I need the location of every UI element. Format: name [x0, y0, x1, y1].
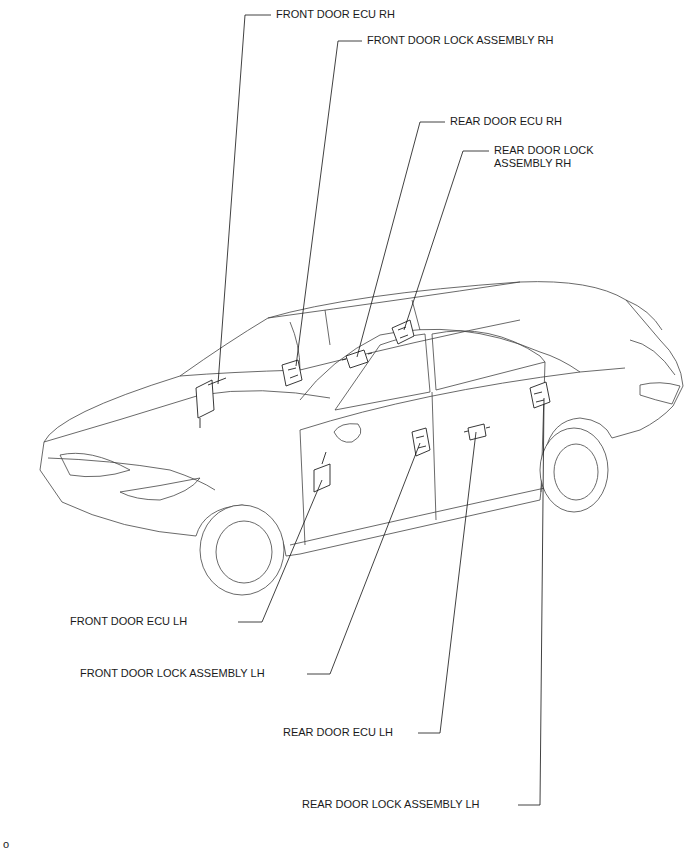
rear-wheel [540, 428, 608, 512]
far-pillar [325, 300, 420, 345]
part-name: REAR DOOR LOCK ASSEMBLY RH [494, 144, 612, 170]
leader-line [238, 480, 322, 622]
body-outline [40, 282, 683, 556]
label-box: FRONT DOOR LOCK ASSEMBLY RH [367, 34, 553, 47]
front-door [300, 392, 436, 545]
leader-line [518, 398, 544, 805]
wheels [200, 428, 608, 595]
ecu-symbol [314, 452, 330, 492]
ecu-symbol [464, 424, 490, 440]
front-window [335, 334, 430, 410]
leader-lines [218, 15, 544, 805]
lock-symbol [282, 360, 302, 386]
headlamp [120, 478, 200, 500]
part-name: FRONT DOOR ECU LH [70, 615, 187, 628]
windshield-far [180, 322, 300, 376]
lock-symbol [530, 382, 550, 408]
leader-line [307, 443, 420, 674]
part-name: REAR DOOR LOCK ASSEMBLY LH [302, 798, 479, 811]
label-box: FRONT DOOR ECU LH [70, 615, 187, 628]
rear-window [432, 331, 545, 390]
leader-line [357, 122, 445, 357]
rear-rim [554, 444, 598, 500]
leader-line [218, 15, 271, 384]
label-box: o [3, 838, 9, 851]
lock-symbol [412, 428, 430, 456]
tail-lamp [640, 383, 680, 404]
leader-line [418, 432, 476, 733]
label-box: FRONT DOOR ECU RH [276, 8, 395, 21]
lock-symbol [392, 320, 414, 344]
ecu-symbol [196, 378, 226, 428]
label-box: FRONT DOOR LOCK ASSEMBLY LH [80, 667, 265, 680]
hood-line [44, 391, 330, 442]
grille [60, 453, 130, 476]
mirror [334, 424, 361, 443]
leader-line [296, 41, 362, 366]
front-rim [216, 521, 272, 583]
part-name: FRONT DOOR ECU RH [276, 8, 395, 21]
parts [196, 320, 550, 492]
label-box: REAR DOOR LOCK ASSEMBLY LH [302, 798, 479, 811]
label-box: REAR DOOR LOCK ASSEMBLY RH [494, 144, 612, 170]
label-box: REAR DOOR ECU RH [450, 115, 562, 128]
label-box: REAR DOOR ECU LH [283, 726, 393, 739]
part-name: FRONT DOOR LOCK ASSEMBLY LH [80, 667, 265, 680]
part-name: FRONT DOOR LOCK ASSEMBLY RH [367, 34, 553, 47]
front-wheel [200, 505, 284, 595]
figure-mark: o [3, 838, 9, 851]
ecu-symbol [342, 350, 372, 368]
beltline [300, 368, 625, 430]
part-name: REAR DOOR ECU LH [283, 726, 393, 739]
rocker [290, 488, 545, 545]
beltline-far [300, 320, 520, 370]
trunk [626, 300, 675, 375]
leader-line [404, 151, 489, 330]
car-body [40, 282, 683, 556]
part-name: REAR DOOR ECU RH [450, 115, 562, 128]
bumper-line [48, 458, 215, 490]
